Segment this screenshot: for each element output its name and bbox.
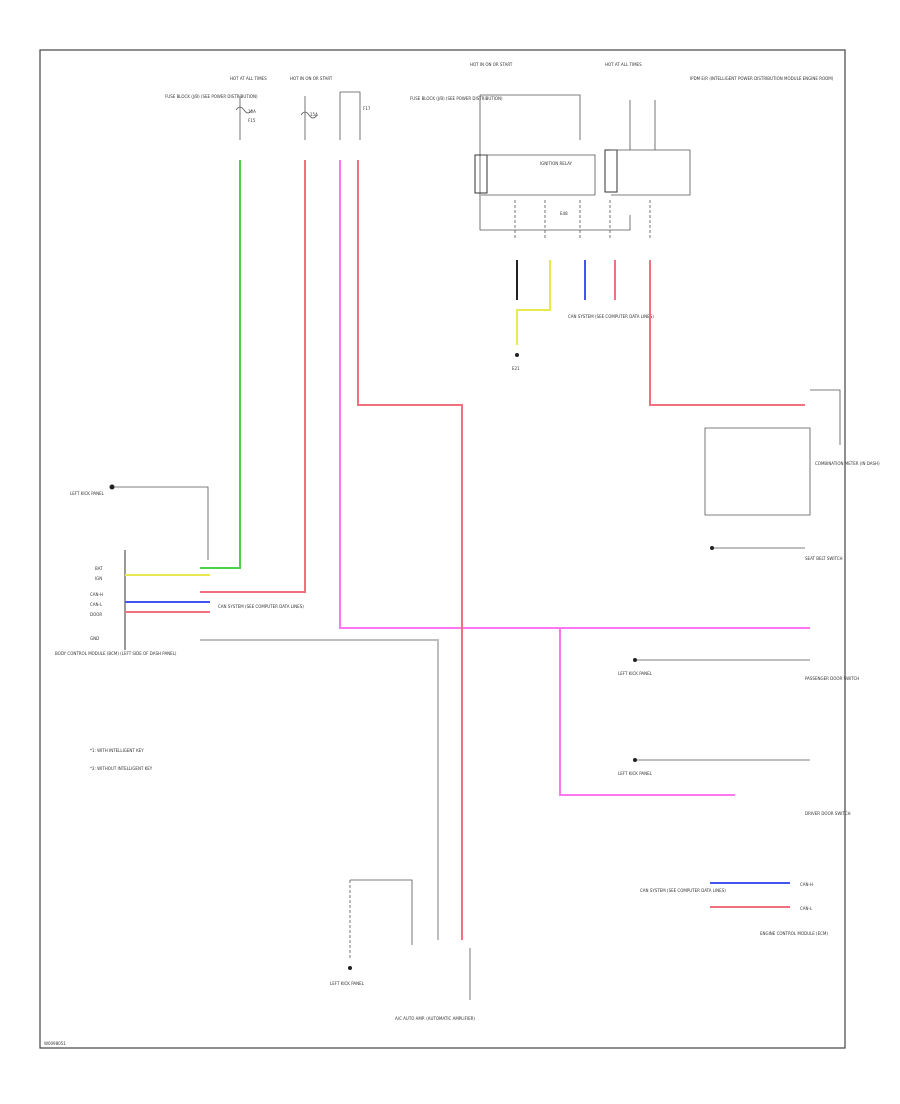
label-can-system-bcm: CAN SYSTEM (SEE COMPUTER DATA LINES) — [218, 604, 304, 609]
label-can-system-top: CAN SYSTEM (SEE COMPUTER DATA LINES) — [568, 314, 654, 319]
label-fuse-num-1: F15 — [248, 118, 256, 123]
wire-gray-bottom — [200, 639, 439, 940]
note-2: *2: WITHOUT INTELLIGENT KEY — [90, 766, 153, 771]
wire-pink-branch — [559, 628, 735, 796]
label-bottom-ground: LEFT KICK PANEL — [330, 981, 365, 986]
label-bcm: BODY CONTROL MODULE (BCM) (LEFT SIDE OF … — [55, 651, 177, 656]
notes: *1: WITH INTELLIGENT KEY *2: WITHOUT INT… — [90, 748, 153, 771]
wire-yellow-1 — [516, 260, 551, 345]
wire-green-main — [200, 160, 241, 569]
wire-pink-main — [339, 160, 810, 629]
data-link-legend: CAN SYSTEM (SEE COMPUTER DATA LINES) CAN… — [640, 882, 828, 936]
label-bcm-ground: LEFT KICK PANEL — [70, 491, 105, 496]
label-ground-e21: E21 — [512, 366, 520, 371]
wire-red-long — [357, 160, 463, 940]
label-passenger-ground: LEFT KICK PANEL — [618, 671, 653, 676]
ground-bottom — [348, 966, 352, 970]
ground-point-top — [515, 353, 519, 357]
relay-outline-wire — [479, 94, 631, 231]
main-wires — [200, 160, 810, 940]
legend-can-l: CAN-L — [800, 906, 813, 911]
bcm-pin-can-l: CAN-L — [90, 602, 103, 607]
diagram-border — [39, 49, 846, 1049]
ground-bcm — [109, 484, 115, 490]
ground-driver — [633, 758, 637, 762]
relay-connector-lines — [514, 200, 651, 240]
fuse-block-left: HOT AT ALL TIMES HOT IN ON OR START FUSE… — [165, 76, 503, 140]
note-1: *1: WITH INTELLIGENT KEY — [90, 748, 144, 753]
wire-red-meter — [649, 260, 805, 406]
legend-can-h: CAN-H — [800, 882, 813, 887]
bcm-pin-bat: BAT — [95, 566, 103, 571]
label-ignition-relay: IGNITION RELAY — [540, 161, 573, 166]
label-relay-hot-at-all: HOT AT ALL TIMES — [605, 62, 642, 67]
footer-code: W0098051 — [44, 1041, 66, 1046]
label-fuse-15a: 15A — [310, 112, 318, 117]
label-fuse-panel-right: FUSE BLOCK (J/B) (SEE POWER DISTRIBUTION… — [410, 96, 503, 101]
combination-meter-box — [704, 427, 811, 516]
label-relay-hot-in-on: HOT IN ON OR START — [470, 62, 513, 67]
bcm-block: LEFT KICK PANEL BODY CONTROL MODULE (BCM… — [55, 484, 304, 656]
label-fuse-num-2: F17 — [363, 106, 371, 111]
fuse-symbol-2 — [300, 96, 318, 140]
label-can-system-right: CAN SYSTEM (SEE COMPUTER DATA LINES) — [640, 888, 726, 893]
relay-box — [481, 149, 691, 196]
label-fuse-10a: 10A — [248, 109, 256, 114]
label-hot-at-all-times: HOT AT ALL TIMES — [230, 76, 267, 81]
label-bottom-module: A/C AUTO AMP. (AUTOMATIC AMPLIFIER) — [395, 1016, 475, 1021]
bcm-pin-door: DOOR — [90, 612, 102, 617]
right-components: COMBINATION METER (IN DASH) SEAT BELT SW… — [618, 389, 880, 816]
bcm-pin-can-h: CAN-H — [90, 592, 103, 597]
ipdm-connectors: CAN SYSTEM (SEE COMPUTER DATA LINES) E21 — [512, 260, 654, 371]
relay-feed — [629, 100, 656, 150]
code-e48: E48 — [560, 211, 568, 216]
label-ipdm: IPDM E/R (INTELLIGENT POWER DISTRIBUTION… — [690, 76, 834, 81]
bcm-ground-wire — [114, 486, 209, 560]
bottom-module: LEFT KICK PANEL A/C AUTO AMP. (AUTOMATIC… — [330, 879, 475, 1021]
label-driver-ground: LEFT KICK PANEL — [618, 771, 653, 776]
ipdm-area: HOT IN ON OR START HOT AT ALL TIMES IPDM… — [470, 62, 834, 240]
label-right-note: ENGINE CONTROL MODULE (ECM) — [760, 931, 828, 936]
wire-red-bcm — [200, 160, 306, 593]
label-fuse-panel: FUSE BLOCK (J/B) (SEE POWER DISTRIBUTION… — [165, 94, 258, 99]
label-driver-door: DRIVER DOOR SWITCH — [805, 811, 850, 816]
fuse-symbol-1 — [235, 96, 253, 140]
bottom-ground-wire — [350, 879, 413, 945]
relay-coil-right — [604, 149, 618, 193]
relay-coil-left — [474, 154, 488, 194]
label-hot-in-on: HOT IN ON OR START — [290, 76, 333, 81]
ground-passenger — [633, 658, 637, 662]
fuse-symbol-3 — [339, 91, 361, 140]
combination-meter-edge — [810, 389, 841, 445]
label-combination-meter: COMBINATION METER (IN DASH) — [815, 461, 880, 466]
label-seat-belt: SEAT BELT SWITCH — [805, 556, 843, 561]
bcm-pin-gnd: GND — [90, 636, 99, 641]
bcm-pin-ign: IGN — [95, 576, 102, 581]
label-passenger-door: PASSENGER DOOR SWITCH — [805, 676, 859, 681]
ground-seat-belt — [710, 546, 714, 550]
